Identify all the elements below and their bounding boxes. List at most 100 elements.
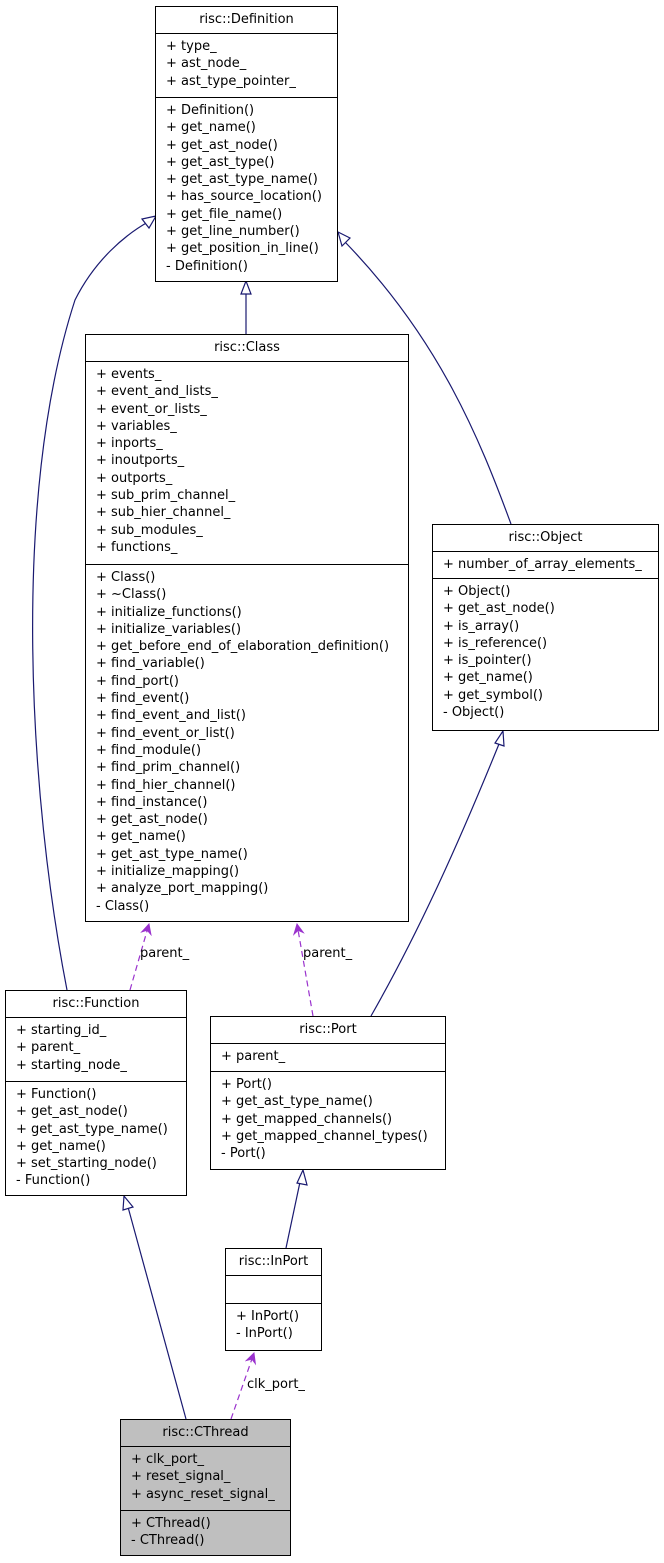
method: + find_hier_channel()	[96, 777, 236, 793]
method: + get_ast_node()	[16, 1104, 128, 1120]
class-object[interactable]: risc::Object + number_of_array_elements_…	[432, 524, 659, 731]
edge-port-parent-to-class	[292, 923, 314, 1017]
class-definition-title: risc::Definition	[156, 7, 337, 34]
attribute: + async_reset_signal_	[131, 1486, 275, 1502]
method: + analyze_port_mapping()	[96, 881, 269, 897]
attribute: + event_and_lists_	[96, 384, 218, 400]
method: + is_array()	[443, 618, 520, 634]
class-cthread[interactable]: risc::CThread + clk_port_ + reset_signal…	[120, 1419, 291, 1556]
method: + get_mapped_channels()	[221, 1111, 393, 1127]
method: + initialize_variables()	[96, 621, 242, 637]
attribute: + inports_	[96, 436, 163, 452]
method: - InPort()	[236, 1326, 293, 1342]
method: + get_ast_type_name()	[221, 1094, 373, 1110]
class-definition-methods: + Definition() + get_name() + get_ast_no…	[156, 98, 337, 279]
method: + get_before_end_of_elaboration_definiti…	[96, 639, 390, 655]
class-class-title: risc::Class	[86, 335, 408, 362]
edge-port-to-object	[370, 729, 505, 1017]
attribute: + parent_	[221, 1049, 286, 1064]
method: + Port()	[221, 1077, 272, 1092]
class-port-title: risc::Port	[211, 1017, 445, 1044]
attribute: + reset_signal_	[131, 1469, 231, 1485]
method: + ~Class()	[96, 587, 167, 603]
method: - Object()	[443, 705, 505, 721]
method: + find_event_or_list()	[96, 725, 235, 741]
method: + get_name()	[16, 1138, 106, 1154]
method: + get_position_in_line()	[166, 241, 319, 257]
method: + Object()	[443, 584, 511, 599]
class-definition[interactable]: risc::Definition + type_ + ast_node_ + a…	[155, 6, 338, 282]
class-class-attributes: + events_ + event_and_lists_ + event_or_…	[86, 362, 408, 565]
attribute: + variables_	[96, 418, 177, 434]
function-parent-label: parent_	[140, 946, 190, 961]
attribute: + outports_	[96, 470, 173, 486]
method: + get_ast_type_name()	[96, 846, 248, 862]
attribute: + functions_	[96, 539, 178, 555]
method: + get_ast_node()	[166, 137, 278, 153]
method: + find_event_and_list()	[96, 708, 246, 724]
edge-cthread-clk-to-inport	[230, 1352, 257, 1420]
edge-class-to-definition	[240, 279, 252, 334]
edge-function-parent-to-class	[129, 923, 152, 991]
attribute: + starting_node_	[16, 1057, 127, 1073]
method: + get_file_name()	[166, 206, 283, 222]
class-object-methods: + Object() + get_ast_node() + is_array()…	[433, 579, 658, 725]
attribute: + clk_port_	[131, 1452, 204, 1467]
class-definition-attributes: + type_ + ast_node_ + ast_type_pointer_	[156, 34, 337, 98]
method: + Class()	[96, 570, 156, 585]
class-inport[interactable]: risc::InPort + InPort() - InPort()	[225, 1248, 322, 1351]
method: + get_ast_type_name()	[16, 1121, 168, 1137]
attribute: + starting_id_	[16, 1023, 107, 1038]
method: + get_name()	[166, 120, 256, 136]
attribute: + number_of_array_elements_	[443, 557, 642, 572]
cthread-clk-port-label: clk_port_	[247, 1377, 305, 1392]
class-function-attributes: + starting_id_ + parent_ + starting_node…	[6, 1018, 186, 1082]
method: + find_prim_channel()	[96, 760, 241, 776]
method: + has_source_location()	[166, 189, 322, 205]
edge-function-to-definition	[32, 215, 158, 991]
class-inport-attributes	[226, 1276, 321, 1304]
method: - CThread()	[131, 1533, 205, 1549]
attribute: + inoutports_	[96, 453, 185, 469]
method: + Definition()	[166, 103, 255, 118]
method: + find_variable()	[96, 656, 205, 672]
class-function[interactable]: risc::Function + starting_id_ + parent_ …	[5, 990, 187, 1196]
method: + get_line_number()	[166, 224, 300, 240]
method: + get_name()	[96, 829, 186, 845]
class-class-methods: + Class() + ~Class() + initialize_functi…	[86, 565, 408, 919]
method: + find_event()	[96, 691, 190, 707]
method: + find_instance()	[96, 794, 208, 810]
class-cthread-attributes: + clk_port_ + reset_signal_ + async_rese…	[121, 1447, 290, 1511]
attribute: + event_or_lists_	[96, 401, 207, 417]
attribute: + events_	[96, 367, 162, 382]
attribute: + ast_node_	[166, 56, 247, 72]
attribute: + sub_modules_	[96, 522, 203, 538]
method: + find_port()	[96, 673, 179, 689]
method: + get_symbol()	[443, 687, 543, 703]
method: + initialize_functions()	[96, 604, 242, 620]
method: + InPort()	[236, 1309, 300, 1324]
class-port[interactable]: risc::Port + parent_ + Port() + get_ast_…	[210, 1016, 446, 1170]
method: + get_mapped_channel_types()	[221, 1128, 428, 1144]
port-parent-label: parent_	[303, 946, 353, 961]
class-object-title: risc::Object	[433, 525, 658, 552]
edge-inport-to-port	[285, 1168, 308, 1249]
attribute: + parent_	[16, 1040, 81, 1056]
class-port-attributes: + parent_	[211, 1044, 445, 1072]
class-cthread-title: risc::CThread	[121, 1420, 290, 1447]
method: - Port()	[221, 1146, 266, 1162]
method: + initialize_mapping()	[96, 864, 240, 880]
class-object-attributes: + number_of_array_elements_	[433, 552, 658, 579]
method: - Definition()	[166, 258, 248, 274]
method: + get_name()	[443, 670, 533, 686]
method: + is_reference()	[443, 635, 548, 651]
edge-object-to-definition	[337, 230, 512, 525]
method: + set_starting_node()	[16, 1156, 157, 1172]
class-port-methods: + Port() + get_ast_type_name() + get_map…	[211, 1072, 445, 1166]
class-inport-methods: + InPort() - InPort()	[226, 1304, 321, 1347]
class-class[interactable]: risc::Class + events_ + event_and_lists_…	[85, 334, 409, 922]
class-function-methods: + Function() + get_ast_node() + get_ast_…	[6, 1082, 186, 1194]
method: + get_ast_type_name()	[166, 172, 318, 188]
method: - Function()	[16, 1173, 91, 1189]
